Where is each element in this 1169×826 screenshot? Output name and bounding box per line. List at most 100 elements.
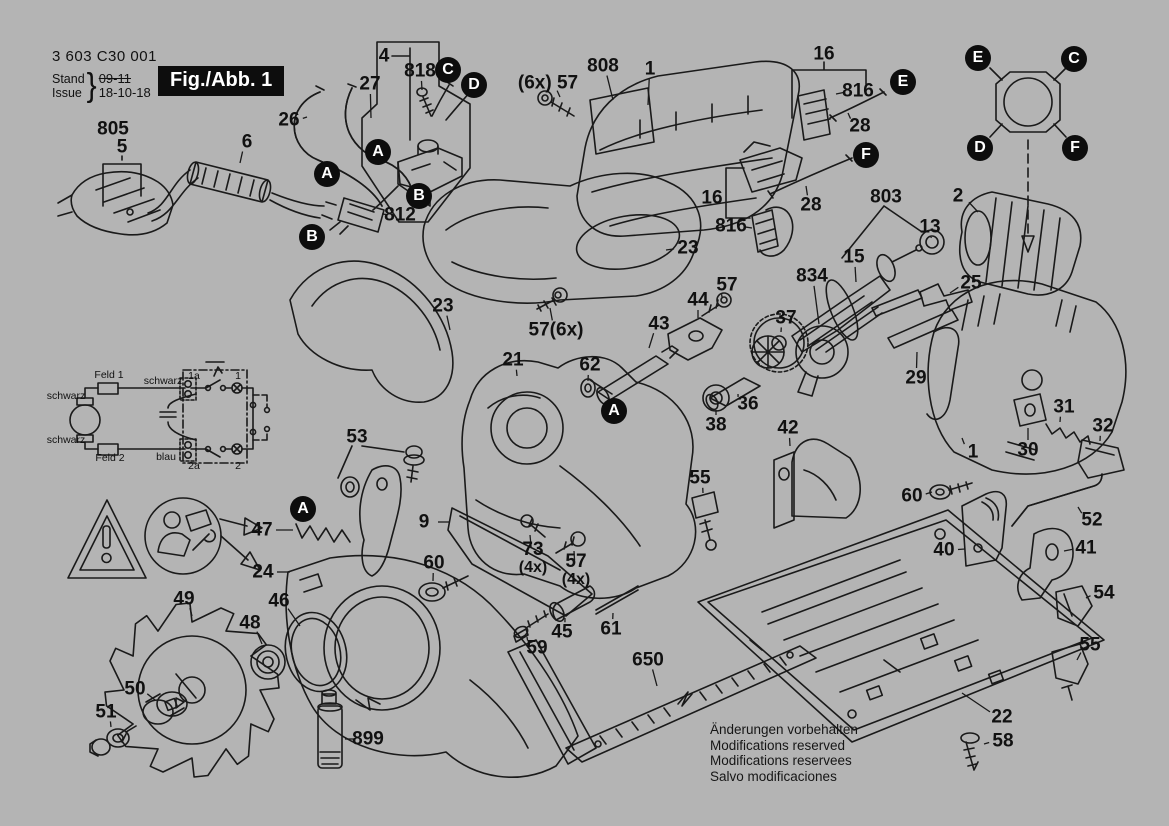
blade-guard-art	[89, 554, 579, 778]
note-de: Änderungen vorbehalten	[710, 722, 858, 737]
issue-date: 18-10-18	[98, 85, 151, 100]
callout-A: A	[601, 398, 627, 424]
saw-blade-art	[104, 602, 280, 778]
part-label-650: 650	[632, 649, 664, 671]
part-label-5: 5	[116, 136, 128, 158]
upper-housing-art	[537, 60, 800, 237]
part-label-44: 44	[687, 289, 709, 311]
part-label-27: 27	[359, 73, 381, 95]
part-label-46: 46	[268, 590, 290, 612]
part-label-31: 31	[1053, 396, 1075, 418]
callout-B: B	[406, 183, 432, 209]
gear-train-art	[580, 292, 809, 412]
part-label-55: 55	[1079, 634, 1101, 656]
part-label-6: 6	[241, 131, 253, 153]
part-label-803: 803	[870, 186, 902, 208]
part-label-1: 1	[644, 58, 656, 80]
part-label-57: 57	[716, 274, 738, 296]
callout-D: D	[461, 72, 487, 98]
wiring-label-Feld1: Feld 1	[94, 369, 124, 381]
callout-A: A	[290, 496, 316, 522]
part-label-51: 51	[95, 701, 117, 723]
footer-notes: Änderungen vorbehalten Modifications res…	[710, 722, 858, 784]
wiring-label-schwarz: schwarz	[46, 390, 86, 402]
callout-B: B	[299, 224, 325, 250]
part-label-36: 36	[737, 393, 759, 415]
part-label-16: 16	[701, 187, 723, 209]
part-label-834: 834	[796, 265, 828, 287]
type-number: 3 603 C30 001	[52, 48, 157, 65]
part-label-45: 45	[551, 621, 573, 643]
part-label-23: 23	[677, 237, 699, 259]
part-label-49: 49	[173, 588, 195, 610]
note-fr: Modifications reservees	[710, 753, 852, 768]
part-label-24: 24	[252, 561, 274, 583]
wiring-label-Feld2: Feld 2	[95, 452, 125, 464]
part-label-26: 26	[278, 109, 300, 131]
wiring-label-2a: 2a	[188, 460, 200, 472]
callout-F: F	[853, 142, 879, 168]
part-label-54: 54	[1093, 582, 1115, 604]
part-label-2: 2	[952, 185, 964, 207]
callout-A: A	[314, 161, 340, 187]
part-label-25: 25	[960, 272, 982, 294]
part-label-899: 899	[352, 728, 384, 750]
motor-housing-art	[871, 279, 1127, 479]
part-label-59: 59	[526, 637, 548, 659]
note-en: Modifications reserved	[710, 737, 846, 753]
part-label-4: 4	[378, 45, 390, 67]
part-label-805: 805	[97, 118, 129, 140]
callout-A: A	[365, 139, 391, 165]
part-label-57: 57(4x)	[561, 551, 591, 588]
part-label-55: 55	[689, 467, 711, 489]
wiring-label-schwarz: schwarz	[143, 375, 183, 387]
part-label-6x57: (6x) 57	[517, 72, 579, 94]
brush-assembly-art	[725, 61, 887, 257]
part-label-818: 818	[404, 60, 436, 82]
part-label-28: 28	[849, 115, 871, 137]
wiring-label-2: 2	[235, 460, 241, 472]
part-label-812: 812	[384, 204, 416, 226]
part-label-52: 52	[1081, 509, 1103, 531]
callout-E: E	[965, 45, 991, 71]
callout-D: D	[967, 135, 993, 161]
part-label-60: 60	[423, 552, 445, 574]
part-label-42: 42	[777, 417, 799, 439]
part-label-808: 808	[587, 55, 619, 77]
part-label-30: 30	[1017, 439, 1039, 461]
part-label-61: 61	[600, 618, 622, 640]
part-label-816: 816	[715, 215, 747, 237]
part-label-38: 38	[705, 414, 727, 436]
part-label-21: 21	[502, 349, 524, 371]
brace-glyph: }	[86, 67, 97, 104]
switch-assembly-art	[372, 47, 474, 211]
part-label-28: 28	[800, 194, 822, 216]
main-housing-art	[461, 356, 697, 600]
part-label-40: 40	[933, 539, 955, 561]
plug-812-art	[329, 197, 385, 235]
part-label-62: 62	[579, 354, 601, 376]
part-label-73: 73(4x)	[518, 539, 548, 576]
part-label-23: 23	[432, 295, 454, 317]
wiring-label-blau: blau	[156, 451, 176, 463]
part-label-58: 58	[992, 730, 1014, 752]
callout-C: C	[435, 57, 461, 83]
part-label-9: 9	[418, 511, 430, 533]
note-es: Salvo modificaciones	[710, 768, 837, 784]
cover-screws-art	[418, 507, 639, 643]
power-plug-art	[57, 155, 337, 236]
title-block: 3 603 C30 001 Stand Issue } 09-11 18-10-…	[52, 48, 157, 104]
handle-cover-art	[422, 172, 702, 312]
fin-art	[773, 438, 861, 529]
part-label-37: 37	[775, 307, 797, 329]
warning-icons-art	[67, 497, 351, 579]
part-label-50: 50	[124, 678, 146, 700]
part-label-816: 816	[842, 80, 874, 102]
part-label-43: 43	[648, 313, 670, 335]
part-label-53: 53	[346, 426, 368, 448]
callout-E: E	[890, 69, 916, 95]
part-label-22: 22	[991, 706, 1013, 728]
part-label-29: 29	[905, 367, 927, 389]
